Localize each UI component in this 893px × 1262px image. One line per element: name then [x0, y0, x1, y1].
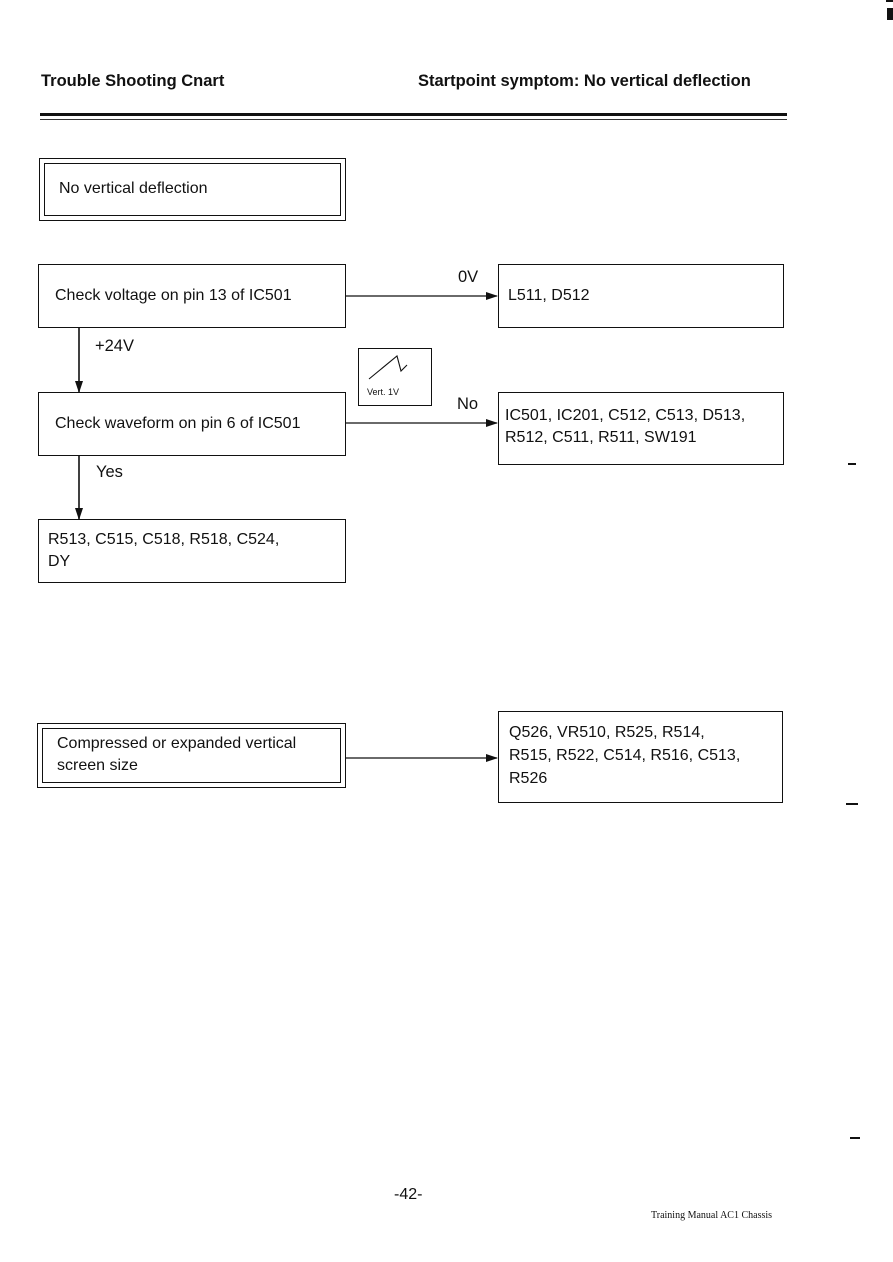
scan-mark [886, 0, 893, 2]
flow2-result-line3: R526 [509, 770, 548, 787]
start-label: No vertical deflection [59, 180, 208, 197]
flow2-result-line1: Q526, VR510, R525, R514, [509, 724, 705, 741]
step1-box: Check voltage on pin 13 of IC501 [38, 264, 346, 328]
header-title-right: Startpoint symptom: No vertical deflecti… [418, 72, 751, 90]
start-box: No vertical deflection [39, 158, 346, 221]
header-rule-thin [40, 119, 787, 120]
flow2-result-box: Q526, VR510, R525, R514, R515, R522, C51… [498, 711, 783, 803]
sawtooth-waveform-icon [368, 355, 408, 380]
scan-mark [848, 463, 856, 465]
scan-mark [850, 1137, 860, 1139]
step2-box: Check waveform on pin 6 of IC501 [38, 392, 346, 456]
scan-mark [887, 8, 893, 20]
waveform-caption: Vert. 1V [367, 387, 400, 397]
step2-yes-result-line1: R513, C515, C518, R518, C524, [48, 531, 280, 548]
header-rule-thick [40, 113, 787, 116]
step1-no-result-box: L511, D512 [498, 264, 784, 328]
flow2-result-line2: R515, R522, C514, R516, C513, [509, 747, 741, 764]
header-title-left: Trouble Shooting Cnart [41, 72, 225, 90]
step2-no-result-line2: R512, C511, R511, SW191 [505, 429, 697, 446]
step2-no-result-box: IC501, IC201, C512, C513, D513, R512, C5… [498, 392, 784, 465]
step2-yes-result-line2: DY [48, 553, 71, 570]
step2-yes-result-box: R513, C515, C518, R518, C524, DY [38, 519, 346, 583]
scan-mark [846, 803, 858, 805]
flow2-start-line1: Compressed or expanded vertical [57, 735, 297, 752]
step2-yes-label: Yes [96, 463, 123, 481]
step2-no-result-line1: IC501, IC201, C512, C513, D513, [505, 407, 746, 424]
step1-no-label: 0V [458, 268, 479, 286]
step1-label: Check voltage on pin 13 of IC501 [55, 287, 292, 304]
step1-no-result: L511, D512 [508, 287, 590, 304]
step2-no-label: No [457, 395, 479, 413]
page-number: -42- [394, 1186, 423, 1203]
waveform-box: Vert. 1V [358, 348, 432, 406]
footer-note: Training Manual AC1 Chassis [651, 1210, 773, 1221]
step1-yes-label: +24V [95, 337, 134, 355]
flow2-start-line2: screen size [57, 757, 138, 774]
flow2-start-box: Compressed or expanded vertical screen s… [37, 723, 346, 788]
step2-label: Check waveform on pin 6 of IC501 [55, 415, 301, 432]
